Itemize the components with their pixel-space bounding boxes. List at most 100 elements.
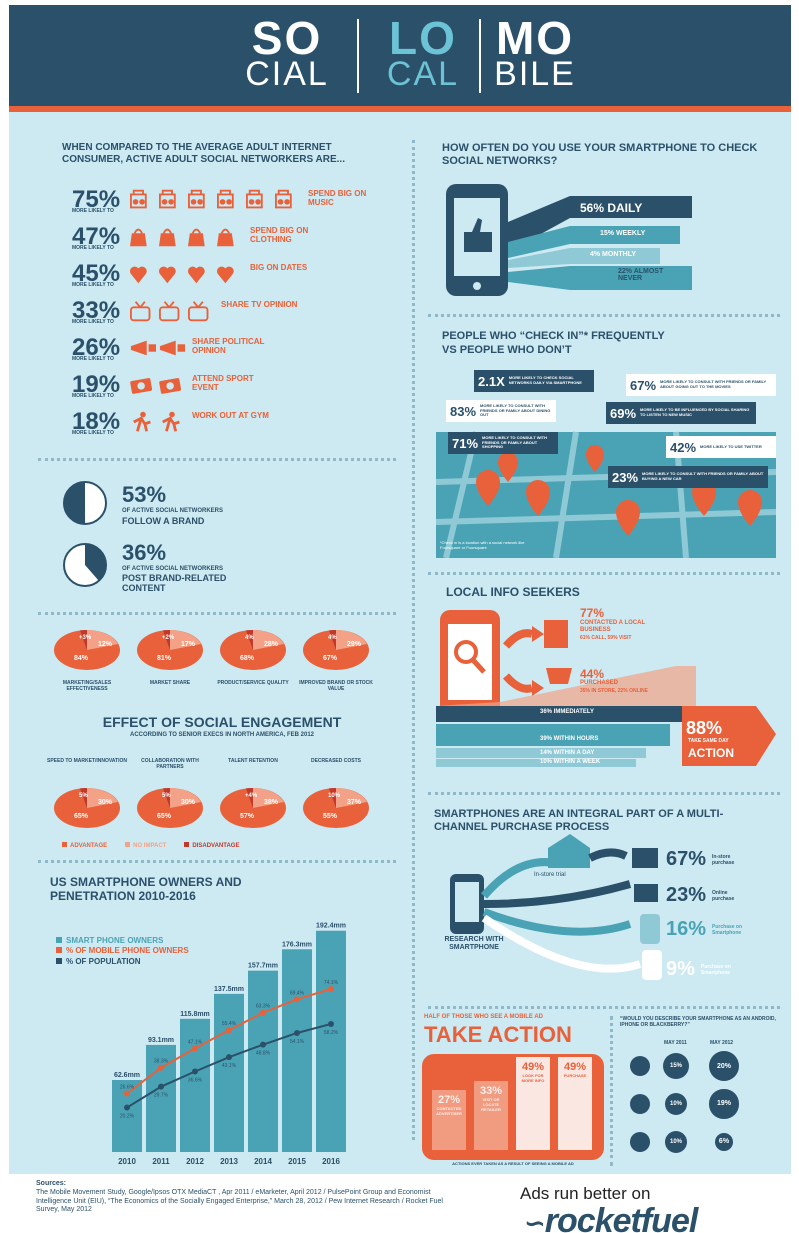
mobile-ad-title: TAKE ACTION — [424, 1022, 572, 1047]
boombox-icon — [188, 188, 214, 214]
compare-label: WORK OUT AT GYM — [192, 411, 269, 420]
pie-value-no-impact: 17% — [181, 641, 196, 648]
line-value-label: 29.7% — [154, 1093, 169, 1099]
pie-value-disadvantage: +3% — [79, 635, 92, 641]
mobile-ad-bar: 33%VISIT OR LOCATE RETAILER — [474, 1080, 508, 1150]
x-tick-label: 2015 — [288, 1157, 306, 1166]
effect-pie: 65%30%5% — [54, 787, 120, 828]
icon-strip — [130, 336, 185, 362]
cal-text: CAL — [386, 55, 460, 93]
divider — [357, 19, 359, 93]
compare-pct: 47% — [72, 223, 121, 250]
tv-icon — [188, 299, 214, 325]
pie-value-disadvantage: 4% — [245, 635, 254, 641]
lo-text: LO — [389, 12, 457, 64]
x-tick-label: 2014 — [254, 1157, 272, 1166]
legend-advantage-label: ADVANTAGE — [70, 843, 108, 849]
effect-pie: 65%30%5% — [137, 787, 203, 828]
ads-tagline: Ads run better on — [520, 1184, 651, 1203]
line-point — [226, 1027, 232, 1034]
rocketfuel-logo[interactable]: ∽rocketfuel — [524, 1202, 698, 1233]
line-point — [328, 985, 334, 992]
purchase-label: Online purchase — [712, 889, 735, 902]
pie-value-no-impact: 37% — [347, 799, 362, 806]
checkin-callout: 67%MORE LIKELY TO CONSULT WITH FRIENDS O… — [626, 374, 776, 396]
effect-legend: ADVANTAGE NO IMPACT DISADVANTAGE — [62, 842, 239, 849]
weekly-label: 15% WEEKLY — [600, 230, 646, 237]
contacted-pct: 77% — [580, 606, 605, 620]
handbag-icon — [188, 225, 214, 251]
purchased-text: PURCHASED — [580, 680, 619, 686]
chart-legend: SMART PHONE OWNERS% OF MOBILE PHONE OWNE… — [56, 936, 189, 967]
purchase-graphic — [450, 834, 662, 980]
x-tick-label: 2013 — [220, 1157, 238, 1166]
checkin-callout: 42%MORE LIKELY TO USE TWITTER — [666, 436, 776, 458]
effect-pie-label: PRODUCT/SERVICE QUALITY — [217, 680, 289, 686]
mobile-ad-label: CONTACTED ADVERTISER — [436, 1105, 462, 1116]
line-point — [294, 1029, 300, 1036]
instore-label: In-store trial — [534, 872, 566, 878]
line-value-label: 20.2% — [120, 1114, 135, 1120]
effect-pie: 68%28%4% — [220, 629, 286, 670]
brand-post-line1: OF ACTIVE SOCIAL NETWORKERS — [122, 566, 224, 572]
brand-post-line2: POST BRAND-RELATED — [122, 573, 227, 583]
checkin-map — [436, 431, 776, 558]
divider — [38, 612, 396, 615]
line-value-label: 36.6% — [188, 1077, 203, 1083]
runner-icon — [130, 410, 156, 436]
divider — [428, 314, 780, 317]
daily-label: 56% DAILY — [580, 201, 643, 215]
mobile-ad-pct: 33% — [479, 1084, 503, 1097]
contacted-sub: 61% CALL, 59% VISIT — [580, 635, 632, 641]
callout-pct: 23% — [612, 469, 639, 485]
legend-label: % OF POPULATION — [66, 956, 141, 966]
effect-title: EFFECT OF SOCIAL ENGAGEMENT — [102, 714, 342, 730]
pie-value-advantage: 84% — [74, 655, 89, 662]
pie-value-advantage: 65% — [74, 813, 89, 820]
callout-text: MORE LIKELY TO CONSULT WITH FRIENDS OR F… — [642, 471, 764, 481]
more-likely-label: MORE LIKELY TO — [72, 393, 114, 399]
compare-pct: 18% — [72, 408, 121, 435]
checkin-title: PEOPLE WHO “CHECK IN”* FREQUENTLY — [442, 330, 665, 342]
compare-label: ATTEND SPORT EVENT — [192, 374, 254, 392]
megaphone-icon — [159, 336, 185, 362]
icon-strip — [130, 299, 214, 325]
line-value-label: 54.1% — [290, 1039, 305, 1045]
line-point — [294, 996, 300, 1003]
mobile-ad-pct: 27% — [437, 1093, 461, 1106]
bar-smartphone-owners — [248, 970, 278, 1152]
heart-icon — [188, 262, 214, 288]
compare-label: SHARE POLITICAL OPINION — [192, 337, 265, 355]
chart-legend-item: % OF MOBILE PHONE OWNERS — [56, 946, 189, 956]
compare-label: BIG ON DATES — [250, 263, 308, 272]
sources-text: The Mobile Movement Study, Google/Ipsos … — [36, 1188, 443, 1214]
brand-follow-line2: FOLLOW A BRAND — [122, 516, 205, 526]
mobile-ad-label: VISIT OR LOCATE RETAILER — [481, 1096, 501, 1112]
purchased-sub: 35% IN STORE, 22% ONLINE — [580, 688, 648, 694]
boombox-icon — [275, 188, 301, 214]
mobile-ad-pre: HALF OF THOSE WHO SEE A MOBILE AD — [424, 1014, 543, 1020]
checkin-callout: 71%MORE LIKELY TO CONSULT WITH FRIENDS O… — [448, 432, 558, 454]
callout-text: MORE LIKELY TO CONSULT WITH FRIENDS OR F… — [482, 435, 547, 450]
bar-value-label: 62.6mm — [114, 1072, 140, 1079]
brand-post-pct: 36% — [122, 540, 167, 565]
icon-strip — [130, 410, 185, 436]
so-text: SO — [251, 12, 323, 64]
contacted-text: CONTACTED A LOCAL BUSINESS — [580, 620, 645, 634]
heart-icon — [130, 262, 156, 288]
line-point — [260, 1041, 266, 1048]
x-tick-label: 2016 — [322, 1157, 340, 1166]
pie-value-disadvantage: 4% — [328, 635, 337, 641]
brand-follow-pct: 53% — [122, 482, 167, 507]
bar-value-label: 137.5mm — [214, 986, 244, 993]
bar-value-label: 157.7mm — [248, 963, 278, 970]
callout-pct: 71% — [452, 435, 479, 451]
purchase-label: In-store purchase — [712, 853, 735, 866]
bar-immediately: 36% IMMEDIATELY — [540, 709, 595, 715]
os-bubble-2011: 10% — [665, 1131, 687, 1153]
pie-value-no-impact: 12% — [98, 641, 113, 648]
pie-value-advantage: 67% — [323, 655, 338, 662]
line-value-label: 69.4% — [290, 990, 305, 996]
